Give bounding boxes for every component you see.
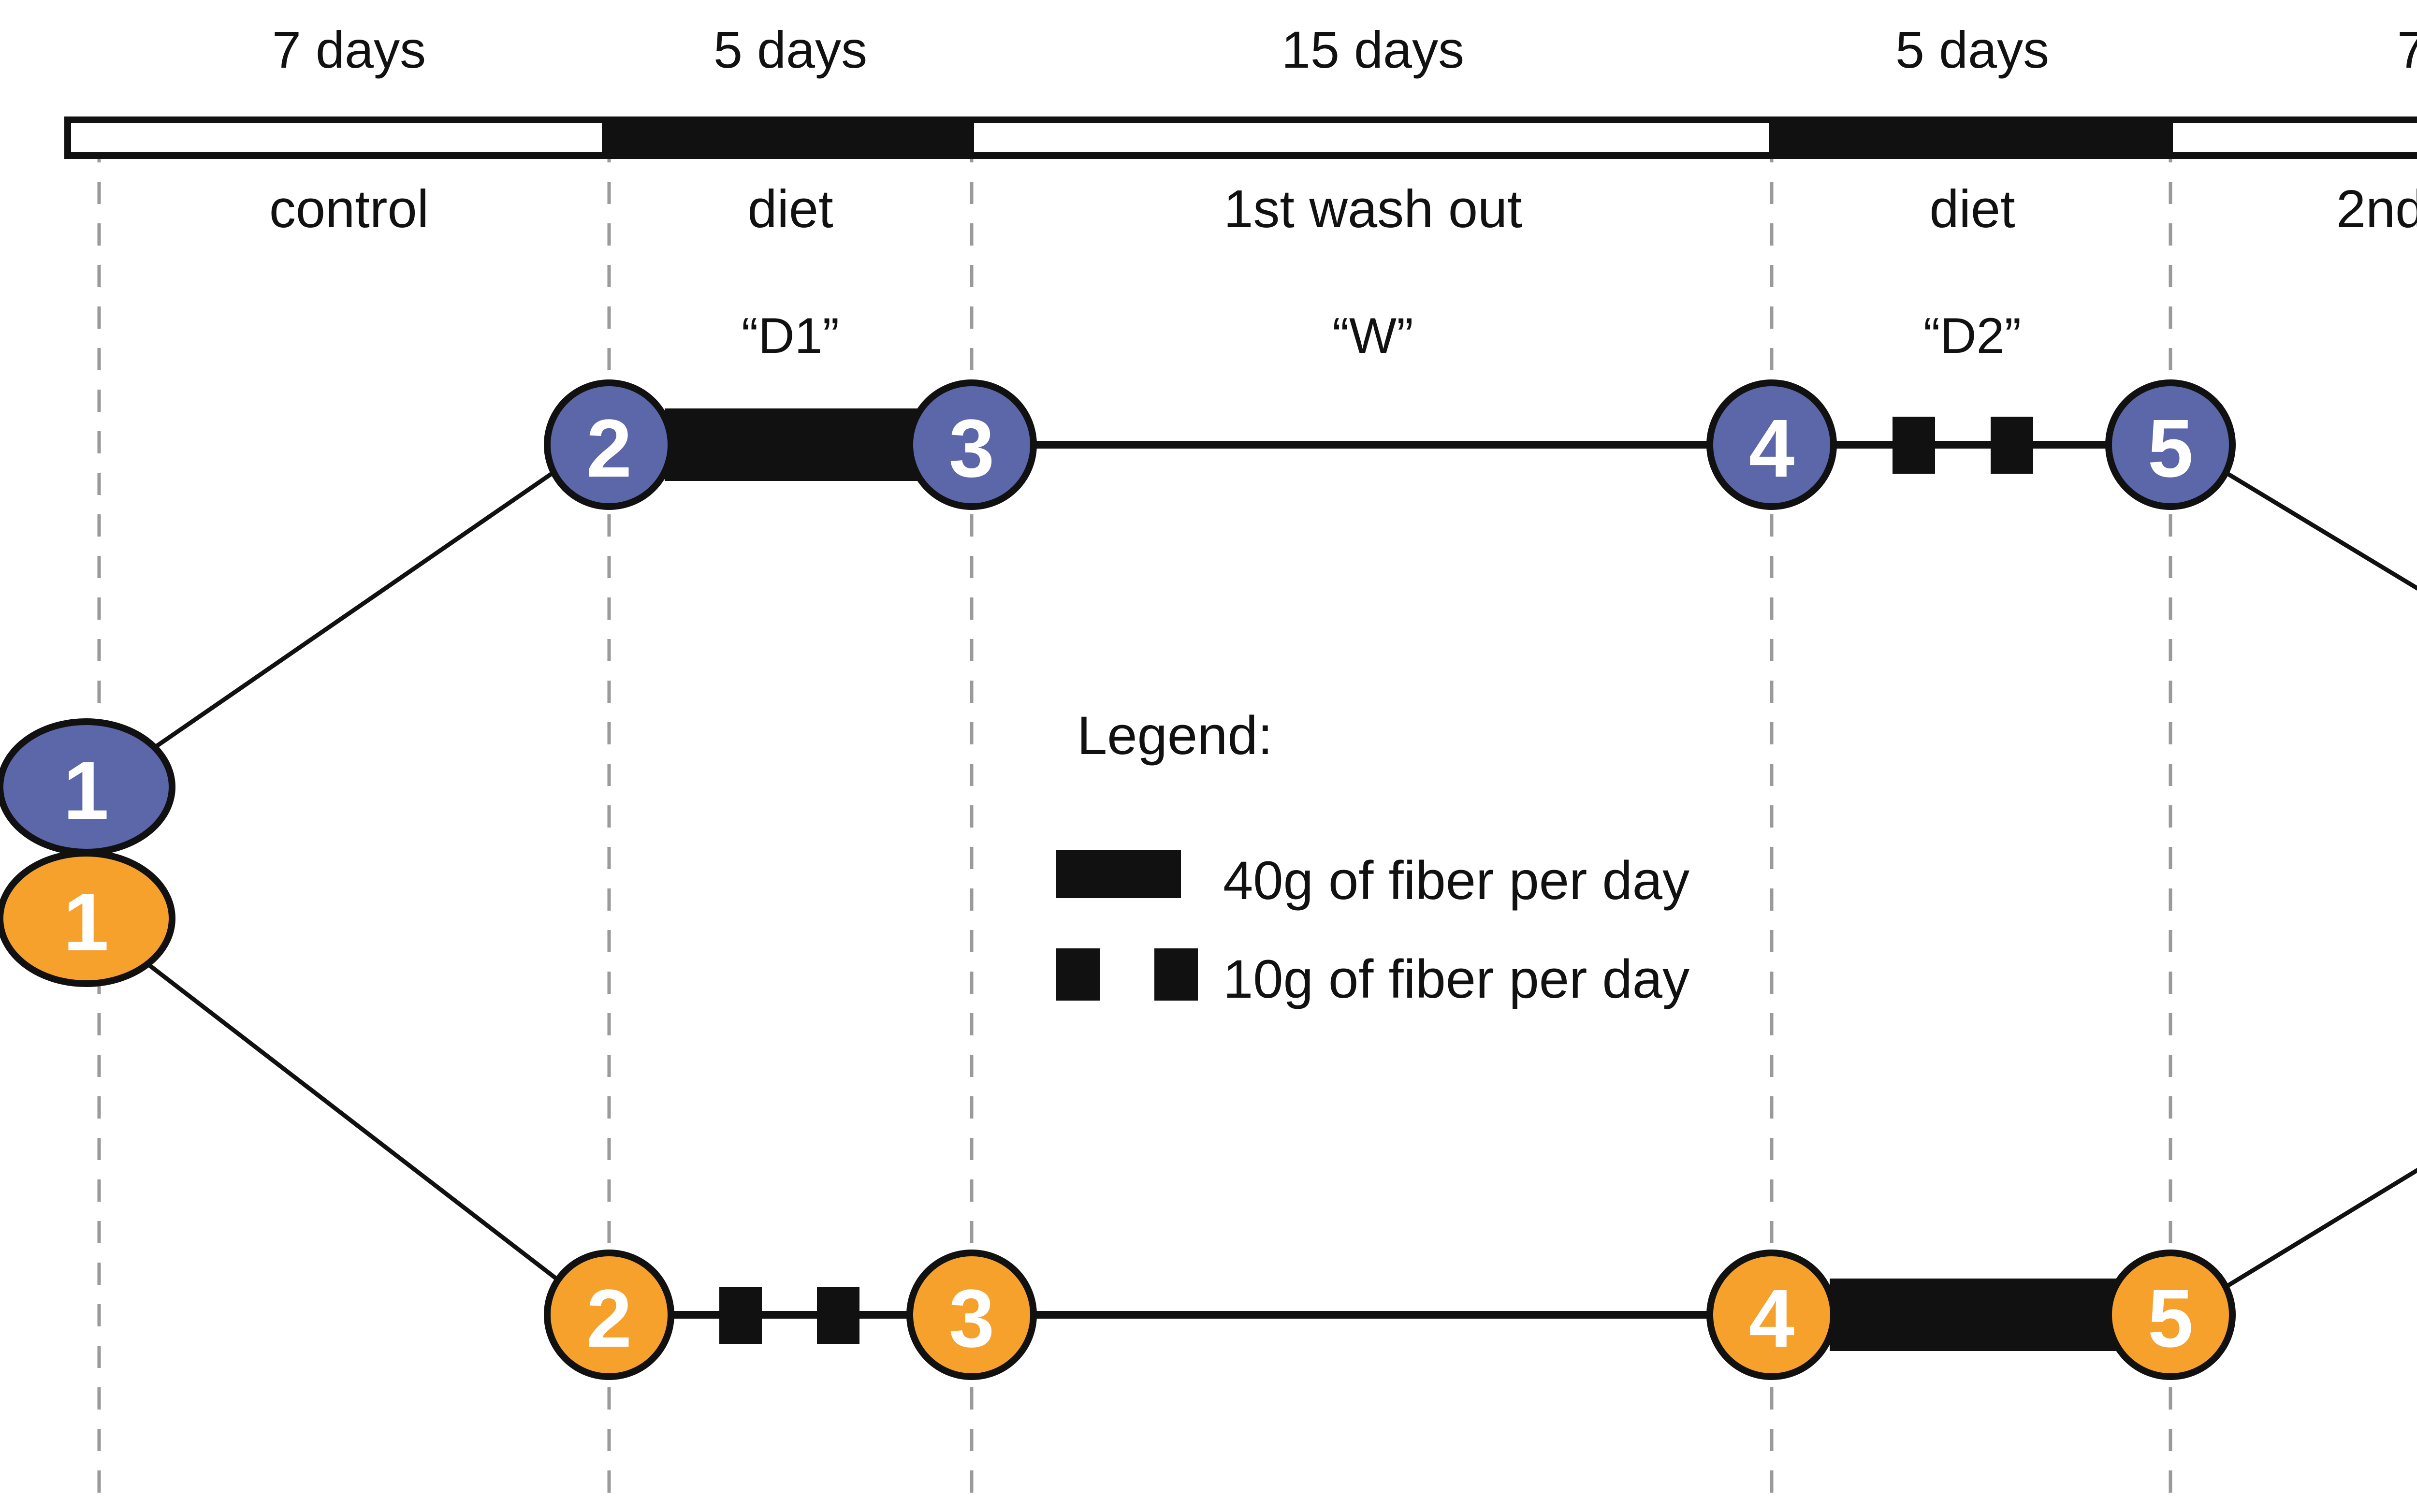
node-orange-3-shape[interactable]	[906, 1250, 1037, 1380]
duration-label-1: 5 days	[713, 20, 867, 79]
period-code-w: “W”	[1332, 308, 1413, 364]
node-blue-1[interactable]: 1	[0, 718, 175, 856]
duration-label-4: 7 days	[2397, 20, 2417, 79]
timeline-segment-diet-1	[602, 120, 974, 156]
node-orange-4-shape[interactable]	[1706, 1250, 1837, 1380]
node-orange-3[interactable]: 3	[906, 1250, 1037, 1380]
node-blue-2[interactable]: 2	[544, 379, 674, 510]
node-orange-2-label: 2	[586, 1273, 632, 1365]
legend-item-10g: 10g of fiber per day	[1056, 948, 1689, 1009]
phase-label-control: control	[269, 179, 429, 239]
legend: Legend: 40g of fiber per day 10g of fibe…	[1056, 705, 1689, 1009]
legend-label-40g: 40g of fiber per day	[1223, 850, 1689, 911]
node-orange-5[interactable]: 5	[2105, 1250, 2236, 1380]
timeline-segment-diet-2	[1769, 120, 2173, 156]
arm-orange-nodes: 2 3 4 5	[544, 1250, 2236, 1380]
node-orange-3-label: 3	[949, 1273, 995, 1365]
edge-blue-2-3-solid-40g	[665, 408, 918, 481]
arm-orange-edges	[144, 960, 2417, 1351]
node-blue-3[interactable]: 3	[906, 379, 1037, 510]
edge-blue-5-6	[2222, 469, 2417, 591]
edge-orange-5-6	[2222, 1167, 2417, 1290]
node-blue-2-label: 2	[586, 403, 632, 494]
period-code-d1: “D1”	[742, 308, 839, 364]
duration-label-2: 15 days	[1281, 20, 1464, 79]
node-orange-5-shape[interactable]	[2105, 1250, 2236, 1380]
legend-swatch-dash-a-icon	[1056, 948, 1100, 1001]
node-blue-1-label: 1	[63, 745, 109, 837]
phase-label-washout-1: 1st wash out	[1223, 179, 1522, 239]
edge-blue-1-2	[144, 462, 567, 756]
legend-swatch-solid-icon	[1056, 850, 1181, 898]
node-blue-3-label: 3	[949, 403, 995, 494]
edge-orange-2-3-dash-b	[817, 1287, 859, 1344]
legend-label-10g: 10g of fiber per day	[1223, 949, 1689, 1009]
legend-swatch-dash-b-icon	[1154, 948, 1198, 1001]
node-blue-5[interactable]: 5	[2105, 379, 2236, 510]
node-blue-3-shape[interactable]	[906, 379, 1037, 510]
node-blue-5-shape[interactable]	[2105, 379, 2236, 510]
timeline-bar	[64, 116, 2417, 159]
arm-blue-nodes: 2 3 4 5	[544, 379, 2236, 510]
period-codes: “D1” “W” “D2”	[742, 308, 2021, 364]
node-orange-4[interactable]: 4	[1706, 1250, 1837, 1380]
edge-orange-4-5-solid-40g	[1830, 1279, 2117, 1351]
node-orange-4-label: 4	[1749, 1273, 1795, 1365]
node-orange-1-shape[interactable]	[0, 850, 175, 987]
edge-orange-2-3-dash-a	[719, 1287, 762, 1344]
period-code-d2: “D2”	[1923, 308, 2021, 364]
phase-label-diet-1: diet	[747, 179, 833, 239]
phase-label-washout-2: 2nd wash out	[2336, 179, 2417, 239]
node-blue-5-label: 5	[2148, 403, 2194, 494]
legend-title: Legend:	[1077, 705, 1273, 766]
phase-label-diet-2: diet	[1929, 179, 2015, 239]
edge-blue-4-5-dash-a	[1893, 417, 1935, 474]
phase-labels: control diet 1st wash out diet 2nd wash …	[269, 179, 2417, 239]
node-blue-2-shape[interactable]	[544, 379, 674, 510]
arm-blue-edges	[144, 408, 2417, 756]
duration-label-3: 5 days	[1895, 20, 2049, 79]
legend-item-40g: 40g of fiber per day	[1056, 850, 1689, 911]
start-nodes: 1 1	[0, 718, 175, 987]
edge-orange-1-2	[144, 960, 567, 1288]
duration-label-0: 7 days	[272, 20, 426, 79]
node-orange-1[interactable]: 1	[0, 850, 175, 987]
edge-blue-4-5-dash-b	[1991, 417, 2033, 474]
node-blue-4-shape[interactable]	[1706, 379, 1837, 510]
node-orange-5-label: 5	[2148, 1273, 2194, 1365]
node-blue-4[interactable]: 4	[1706, 379, 1837, 510]
node-orange-2[interactable]: 2	[544, 1250, 674, 1380]
duration-labels: 7 days 5 days 15 days 5 days 7 days	[272, 20, 2417, 79]
node-orange-2-shape[interactable]	[544, 1250, 674, 1380]
node-blue-4-label: 4	[1749, 403, 1795, 494]
node-orange-1-label: 1	[63, 876, 109, 968]
